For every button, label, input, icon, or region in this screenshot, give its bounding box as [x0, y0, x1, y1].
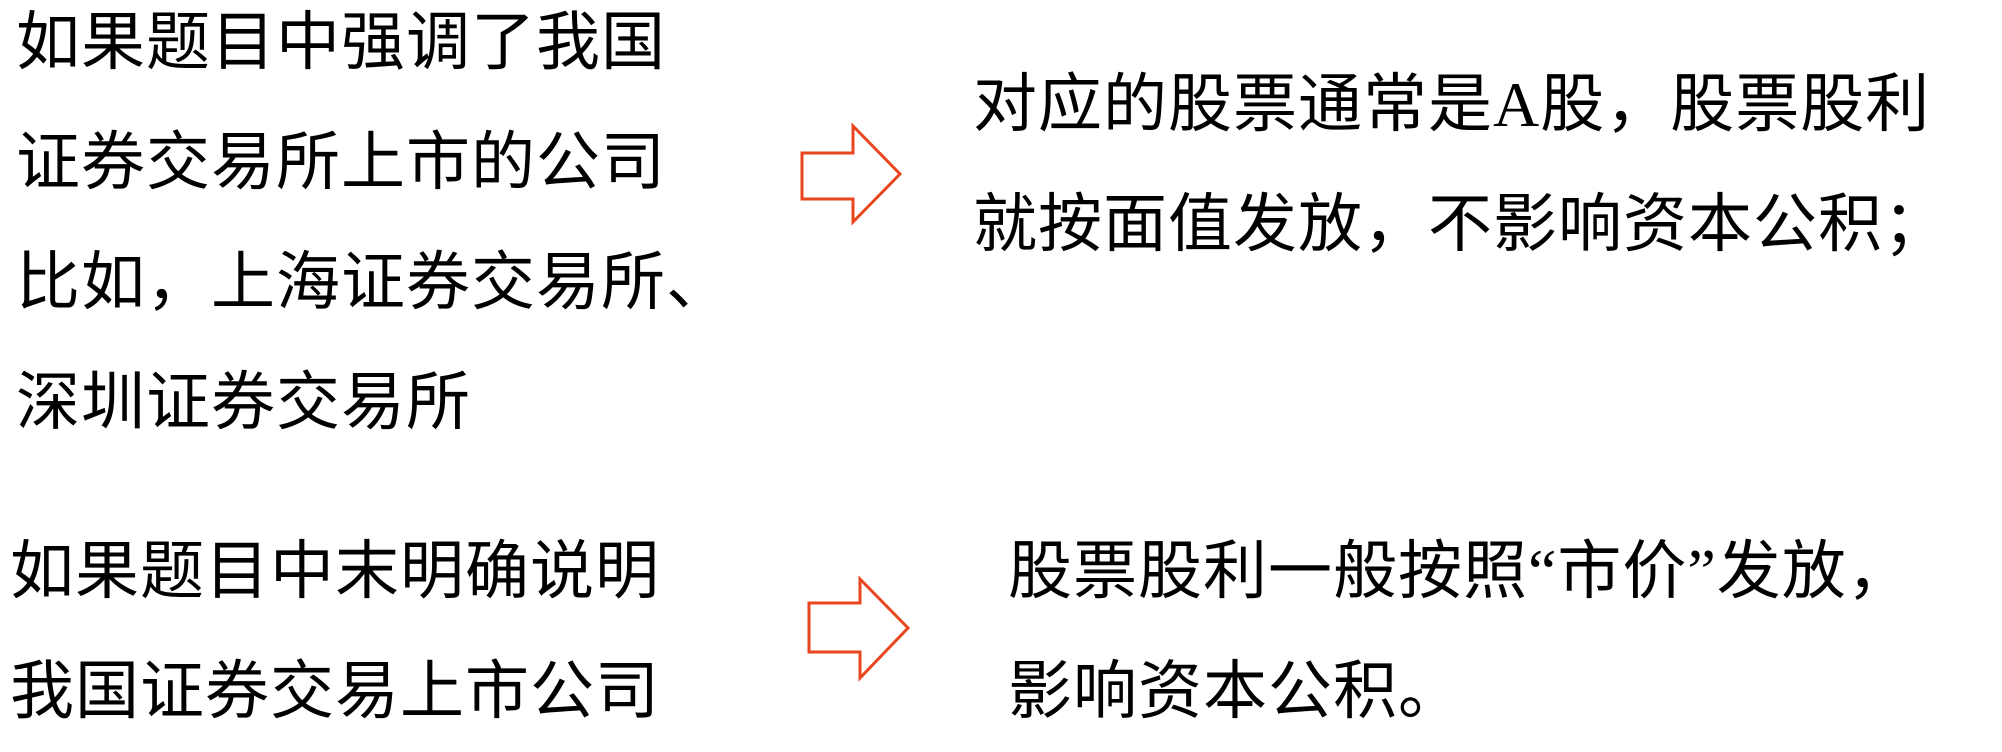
rule-2-result: 股票股利一般按照“市价”发放， 影响资本公积。 — [1008, 512, 1912, 752]
rule-2-condition-line: 我国证券交易上市公司 — [10, 656, 660, 727]
rule-1-condition: 如果题目中强调了我国 证券交易所上市的公司 比如，上海证券交易所、 深圳证券交易… — [16, 0, 731, 463]
rule-1-condition-line: 证券交易所上市的公司 — [16, 127, 666, 198]
right-arrow-icon — [805, 574, 913, 687]
rule-2-result-line: 影响资本公积。 — [1008, 656, 1463, 727]
rule-1-result-line: 就按面值发放，不影响资本公积； — [973, 189, 1948, 260]
rule-1-result: 对应的股票通常是A股，股票股利 就按面值发放，不影响资本公积； — [973, 45, 1948, 285]
rule-1-condition-line: 如果题目中强调了我国 — [16, 7, 666, 78]
rule-2-result-line: 股票股利一般按照“市价”发放， — [1008, 536, 1912, 607]
right-arrow-icon — [798, 122, 906, 235]
rule-2-condition: 如果题目中末明确说明 我国证券交易上市公司 — [10, 512, 660, 752]
rule-2-condition-line: 如果题目中末明确说明 — [10, 536, 660, 607]
rule-1-condition-line: 比如，上海证券交易所、 — [16, 247, 731, 318]
rule-1-result-line: 对应的股票通常是A股，股票股利 — [973, 69, 1931, 140]
rule-1-condition-line: 深圳证券交易所 — [16, 367, 471, 438]
